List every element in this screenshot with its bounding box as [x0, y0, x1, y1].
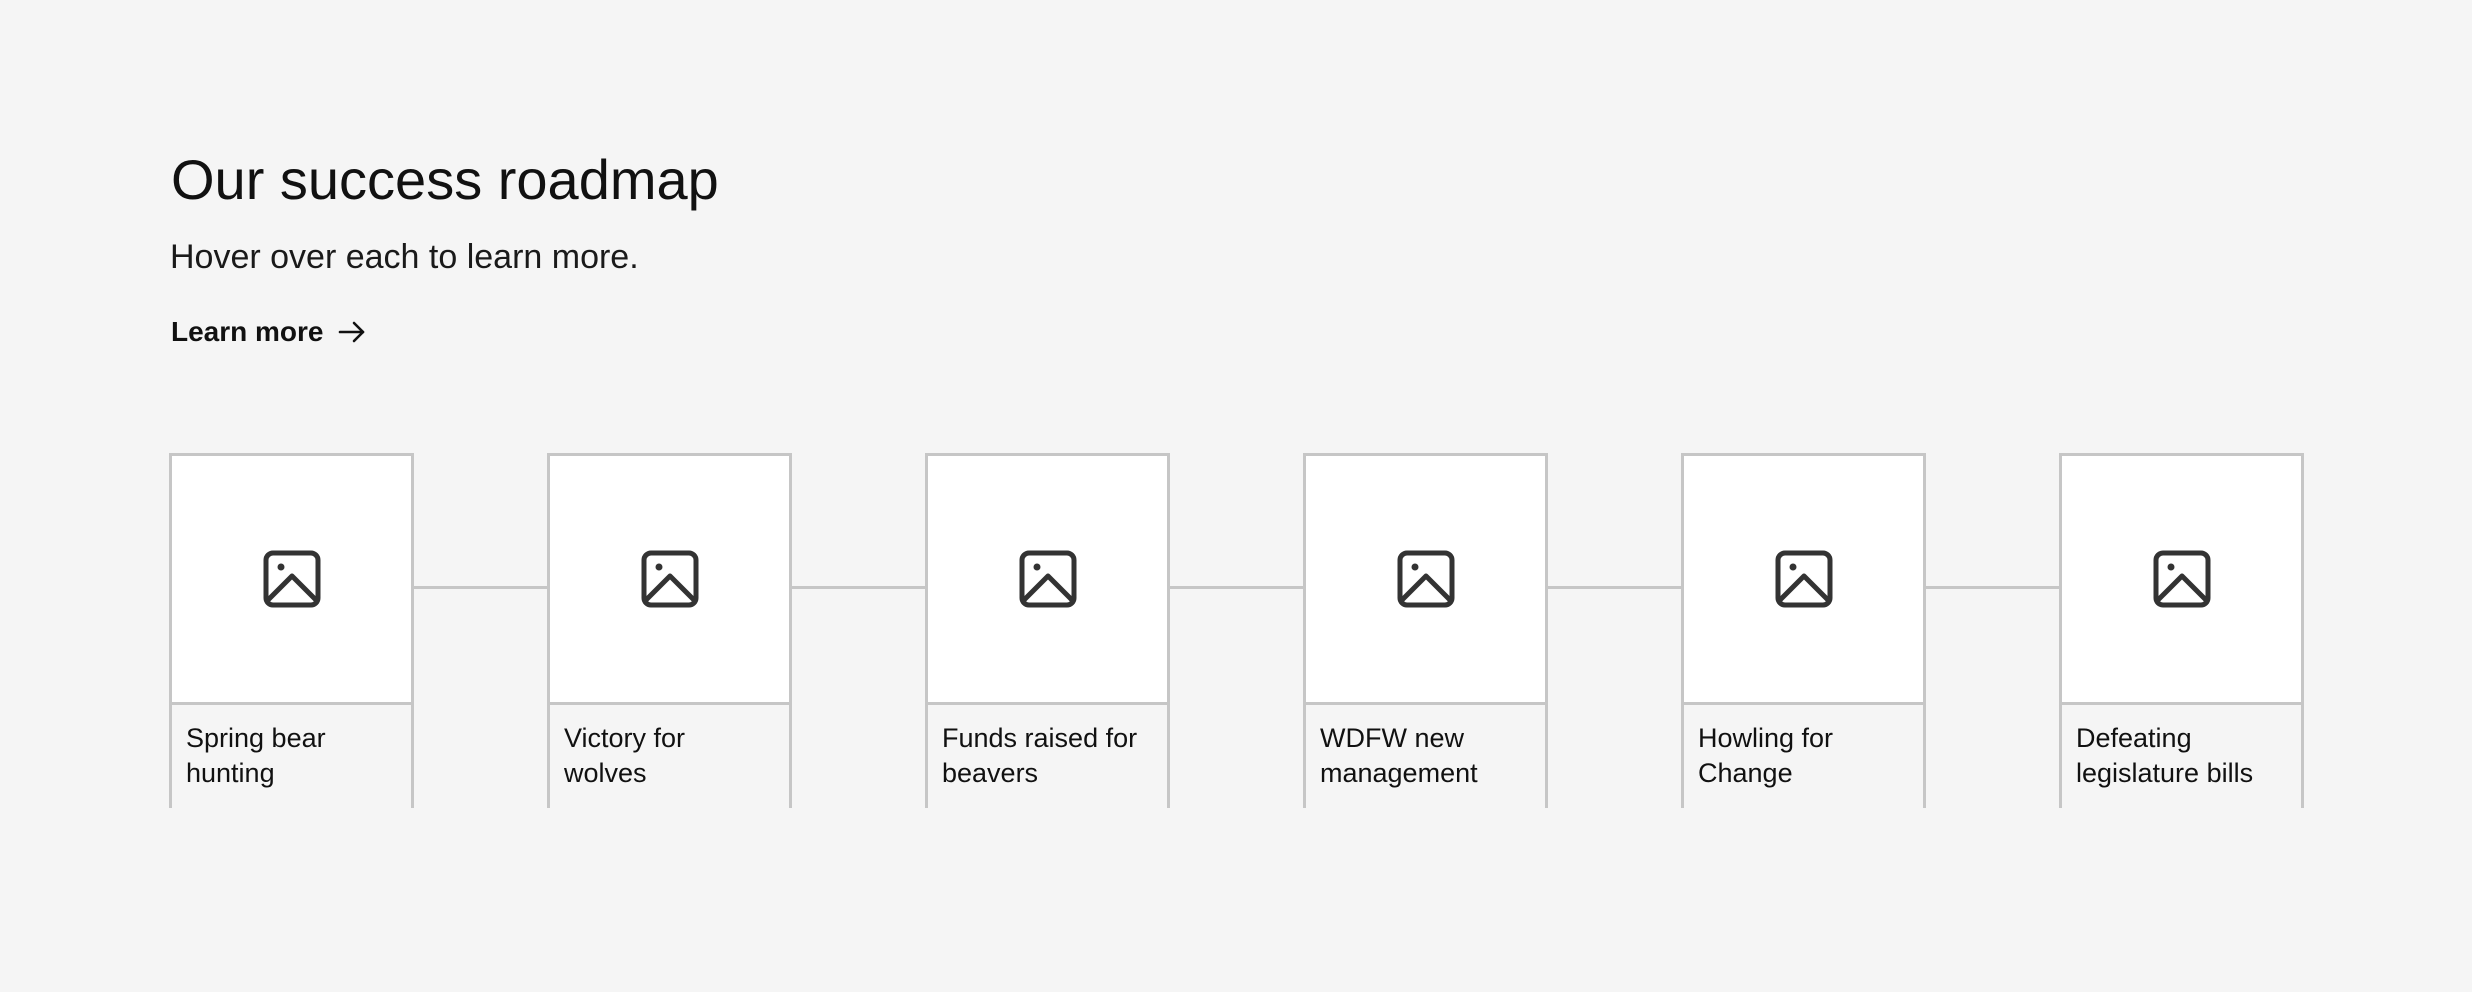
roadmap-card-howling-for-change[interactable]: Howling for Change: [1681, 453, 1926, 808]
image-placeholder-icon: [263, 550, 320, 608]
card-caption: Victory for wolves: [550, 705, 789, 808]
card-caption: Funds raised for beavers: [928, 705, 1167, 808]
card-image: [550, 456, 789, 705]
timeline-connector: [792, 586, 925, 589]
roadmap-timeline: Spring bear hunting Victory for wolves: [169, 453, 2304, 811]
timeline-connector: [1548, 586, 1681, 589]
learn-more-link[interactable]: Learn more: [171, 312, 368, 352]
card-image: [172, 456, 411, 705]
image-placeholder-icon: [1019, 550, 1076, 608]
arrow-right-icon: [336, 316, 368, 348]
card-caption: Defeating legislature bills: [2062, 705, 2301, 808]
image-placeholder-icon: [1775, 550, 1832, 608]
timeline-connector: [1926, 586, 2059, 589]
card-image: [928, 456, 1167, 705]
roadmap-card-funds-raised-for-beavers[interactable]: Funds raised for beavers: [925, 453, 1170, 808]
card-image: [1306, 456, 1545, 705]
learn-more-label: Learn more: [171, 316, 324, 347]
card-caption: Howling for Change: [1684, 705, 1923, 808]
roadmap-card-defeating-legislature-bills[interactable]: Defeating legislature bills: [2059, 453, 2304, 808]
card-image: [2062, 456, 2301, 705]
section-subtitle: Hover over each to learn more.: [170, 238, 639, 276]
image-placeholder-icon: [1397, 550, 1454, 608]
roadmap-card-victory-for-wolves[interactable]: Victory for wolves: [547, 453, 792, 808]
card-caption: Spring bear hunting: [172, 705, 411, 808]
image-placeholder-icon: [2153, 550, 2210, 608]
roadmap-card-spring-bear-hunting[interactable]: Spring bear hunting: [169, 453, 414, 808]
section-title: Our success roadmap: [171, 148, 719, 211]
timeline-connector: [1170, 586, 1303, 589]
image-placeholder-icon: [641, 550, 698, 608]
timeline-connector: [414, 586, 547, 589]
roadmap-card-wdfw-new-management[interactable]: WDFW new management: [1303, 453, 1548, 808]
card-caption: WDFW new management: [1306, 705, 1545, 808]
card-image: [1684, 456, 1923, 705]
